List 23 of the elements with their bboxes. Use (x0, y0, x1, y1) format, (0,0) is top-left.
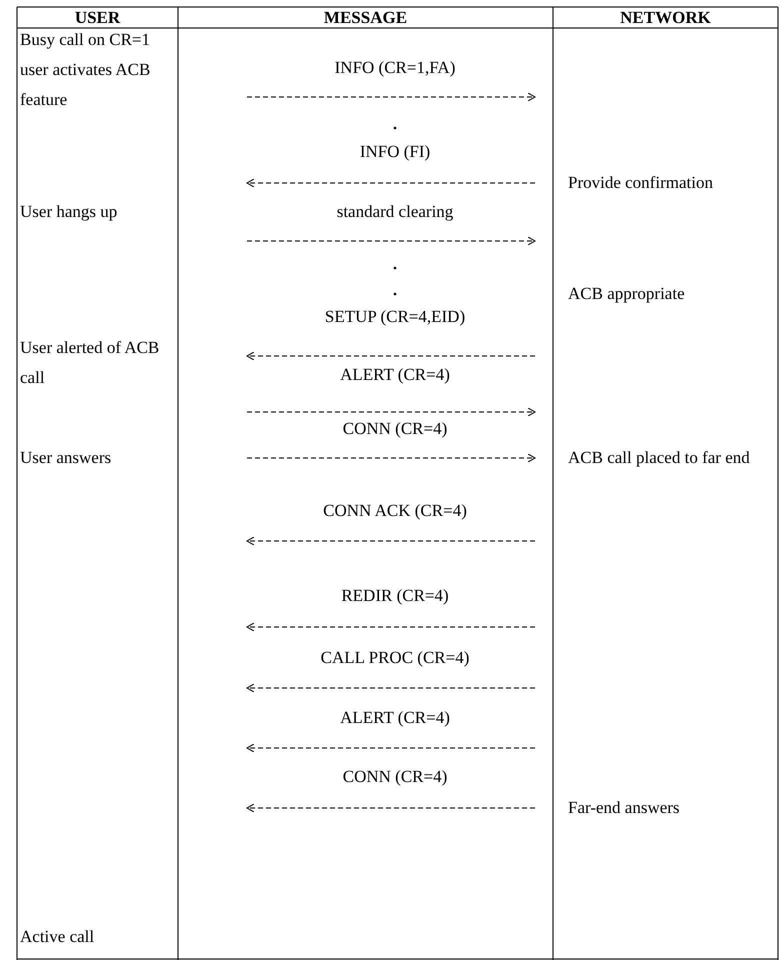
user-note: User hangs up (20, 201, 118, 223)
message-label: INFO (CR=1,FA) (334, 57, 456, 79)
network-note: Provide confirmation (568, 172, 714, 194)
message-label: SETUP (CR=4,EID) (324, 306, 466, 328)
user-note: User answers (20, 447, 112, 469)
column-header: MESSAGE (322, 8, 408, 28)
message-label: standard clearing (336, 201, 454, 223)
user-note: User alerted of ACB call (20, 337, 160, 389)
message-label: CONN ACK (CR=4) (322, 500, 468, 522)
user-note: Busy call on CR=1 user activates ACB feature (20, 29, 152, 111)
message-label: CONN (CR=4) (342, 766, 448, 788)
network-note: ACB appropriate (568, 283, 686, 305)
message-label: CONN (CR=4) (342, 418, 448, 440)
network-note: Far-end answers (568, 797, 681, 819)
message-label: INFO (FI) (358, 141, 432, 163)
message-label: REDIR (CR=4) (340, 585, 450, 607)
user-note: Active call (20, 926, 96, 948)
message-label: ALERT (CR=4) (339, 707, 451, 729)
message-label: CALL PROC (CR=4) (320, 647, 470, 669)
column-header: USER (74, 8, 122, 28)
column-header: NETWORK (619, 8, 712, 28)
message-label: ALERT (CR=4) (339, 364, 451, 386)
network-note: ACB call placed to far end (568, 447, 751, 469)
